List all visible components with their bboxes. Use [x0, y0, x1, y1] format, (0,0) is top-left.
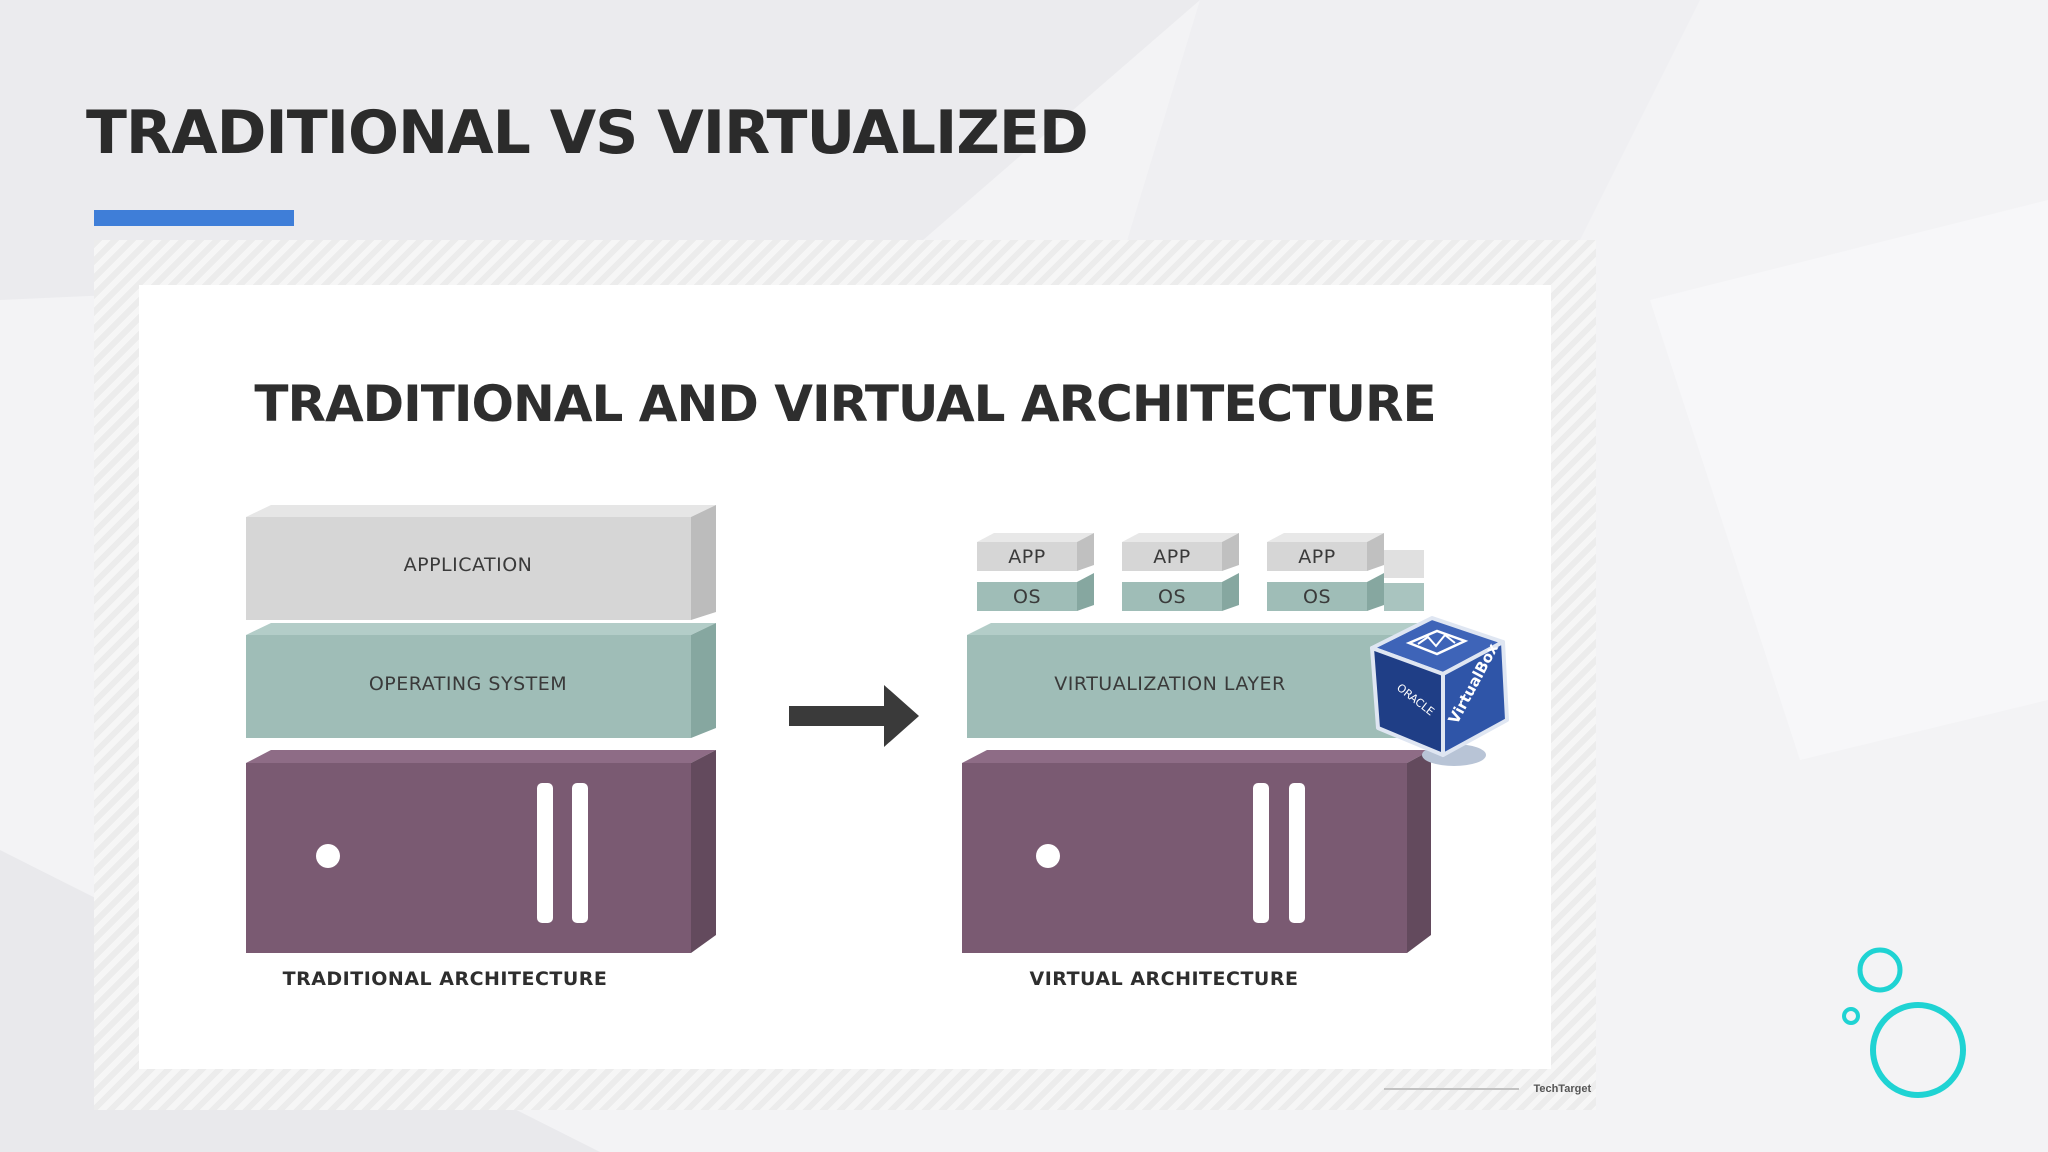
app-label: APP [1008, 546, 1045, 568]
bubbles-decoration [1842, 947, 1966, 1098]
virtual-stack: APP OS APP OS [962, 533, 1431, 990]
bubble-icon [1870, 1002, 1966, 1098]
image-frame: TRADITIONAL AND VIRTUAL ARCHITECTURE APP… [94, 240, 1596, 1110]
diagram-panel: TRADITIONAL AND VIRTUAL ARCHITECTURE APP… [139, 285, 1551, 1069]
diagram-title: TRADITIONAL AND VIRTUAL ARCHITECTURE [254, 375, 1436, 433]
virtualbox-logo: ORACLE VirtualBox [1370, 616, 1509, 766]
application-block: APPLICATION [246, 505, 716, 620]
architecture-diagram: APPLICATION OPERATING SYSTEM TRADITION [246, 505, 1509, 990]
virtualization-layer-block: VIRTUALIZATION LAYER [967, 623, 1431, 738]
virtual-server [962, 750, 1431, 953]
os-label: OS [1303, 586, 1331, 608]
traditional-server [246, 750, 716, 953]
drive-bay [1289, 783, 1305, 923]
operating-system-label: OPERATING SYSTEM [369, 673, 567, 695]
power-light [1036, 844, 1060, 868]
application-label: APPLICATION [404, 554, 533, 576]
title-underline [94, 210, 294, 226]
drive-bay [537, 783, 553, 923]
app-label: APP [1153, 546, 1190, 568]
traditional-stack: APPLICATION OPERATING SYSTEM TRADITION [246, 505, 716, 990]
virtualization-layer-label: VIRTUALIZATION LAYER [1054, 673, 1285, 695]
transition-arrow [789, 685, 919, 747]
vm-backdrop [1384, 583, 1424, 611]
bubble-icon [1842, 1007, 1860, 1025]
image-credit: TechTarget [1384, 1080, 1591, 1098]
vm-backdrop [1384, 550, 1424, 578]
credit-brand: TechTarget [1533, 1082, 1592, 1095]
vm-stack-3: APP OS [1267, 533, 1384, 611]
app-label: APP [1298, 546, 1335, 568]
operating-system-block: OPERATING SYSTEM [246, 623, 716, 738]
os-label: OS [1013, 586, 1041, 608]
slide-title: TRADITIONAL VS VIRTUALIZED [86, 98, 1089, 168]
credit-line [1384, 1087, 1519, 1090]
drive-bay [1253, 783, 1269, 923]
os-label: OS [1158, 586, 1186, 608]
bubble-icon [1857, 947, 1903, 993]
power-light [316, 844, 340, 868]
vm-stack-2: APP OS [1122, 533, 1239, 611]
traditional-caption: TRADITIONAL ARCHITECTURE [283, 968, 608, 990]
virtual-caption: VIRTUAL ARCHITECTURE [1030, 968, 1299, 990]
drive-bay [572, 783, 588, 923]
vm-stack-1: APP OS [977, 533, 1094, 611]
